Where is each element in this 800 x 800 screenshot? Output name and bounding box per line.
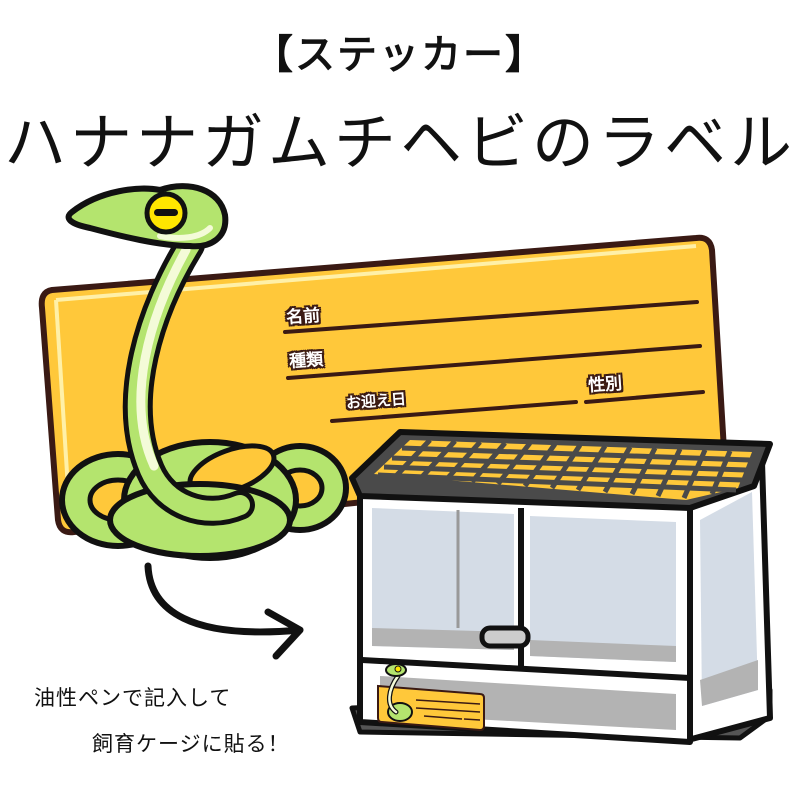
page-title: ハナナガムチヘビのラベル xyxy=(3,106,796,179)
mini-label-sticker xyxy=(377,663,485,732)
instruction-line-1: 油性ペンで記入して xyxy=(34,686,232,710)
field-label-sex: 性別 xyxy=(587,373,623,397)
snake-illustration xyxy=(59,183,349,561)
field-label-arrival-date: お迎え日 xyxy=(345,389,407,413)
field-label-species: 種類 xyxy=(288,349,324,373)
instruction-line-2: 飼育ケージに貼る！ xyxy=(92,732,290,756)
cage-illustration xyxy=(349,429,773,745)
field-label-name: 名前 xyxy=(285,305,321,329)
subtitle: 【ステッカー】 xyxy=(253,32,547,78)
arrow-icon xyxy=(144,562,304,660)
